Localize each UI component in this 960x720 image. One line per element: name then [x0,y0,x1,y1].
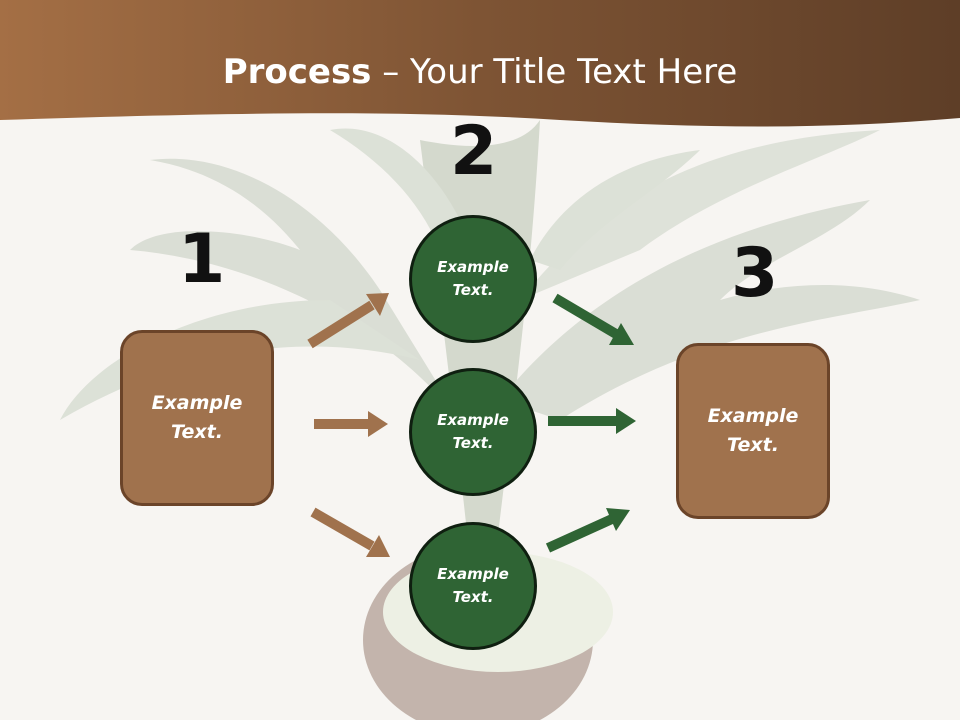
step-box-3: Example Text. [676,343,830,519]
title-rest: – Your Title Text Here [371,52,738,92]
page-title: Process – Your Title Text Here [0,52,960,92]
step-box-1: Example Text. [120,330,274,506]
step-number-2: 2 [450,112,498,191]
step-number-1: 1 [178,220,226,299]
title-bold: Process [222,52,372,92]
step-number-3: 3 [731,234,779,313]
circle-bottom: Example Text. [409,522,537,650]
circle-bottom-label: Example Text. [437,565,509,606]
circle-top-label: Example Text. [437,258,509,299]
circle-top: Example Text. [409,215,537,343]
step-box-3-label: Example Text. [707,405,799,456]
circle-middle: Example Text. [409,368,537,496]
step-box-1-label: Example Text. [151,392,243,443]
header-band [0,0,960,127]
circle-middle-label: Example Text. [437,411,509,452]
